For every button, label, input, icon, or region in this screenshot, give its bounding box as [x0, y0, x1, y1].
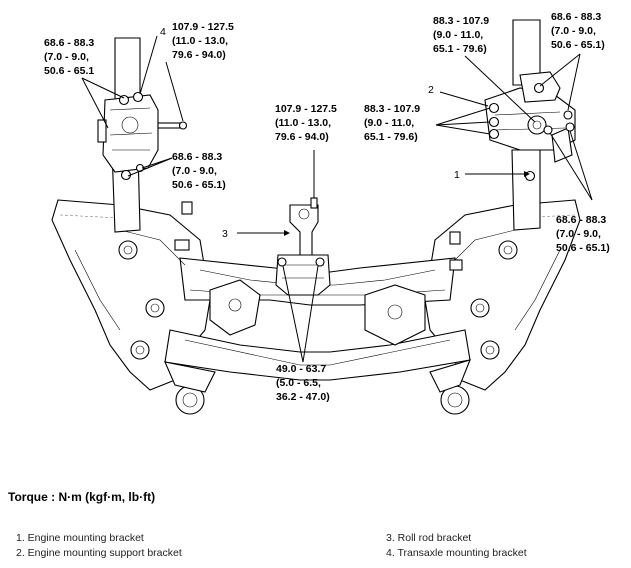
leader-lines	[81, 35, 593, 363]
callout-top-left: 68.6 - 88.3 (7.0 - 9.0, 50.6 - 65.1	[44, 37, 94, 77]
callout-line: 79.6 - 94.0)	[172, 49, 226, 61]
callout-line: 50.6 - 65.1)	[556, 242, 610, 254]
callout-line: (5.0 - 6.5,	[276, 377, 321, 389]
callout-line: 68.6 - 88.3	[556, 214, 606, 226]
subframe-drawing	[51, 199, 581, 415]
part-number-3: 3	[222, 228, 228, 240]
callout-line: (7.0 - 9.0,	[556, 228, 601, 240]
callout-line: 88.3 - 107.9	[433, 15, 489, 27]
callout-line: 49.0 - 63.7	[276, 363, 326, 375]
callout-transaxle-top: 107.9 - 127.5 (11.0 - 13.0, 79.6 - 94.0)	[172, 21, 234, 61]
callout-line: 50.6 - 65.1)	[551, 39, 605, 51]
callout-center-right: 88.3 - 107.9 (9.0 - 11.0, 65.1 - 79.6)	[364, 103, 420, 143]
callout-bottom-center: 49.0 - 63.7 (5.0 - 6.5, 36.2 - 47.0)	[276, 363, 330, 403]
transaxle-mounting-bracket-drawing	[97, 37, 188, 233]
callout-line: (11.0 - 13.0,	[275, 117, 331, 129]
callout-line: 50.6 - 65.1)	[172, 179, 226, 191]
part-number-1: 1	[454, 169, 460, 181]
callout-line: (11.0 - 13.0,	[172, 35, 228, 47]
callout-line: 79.6 - 94.0)	[275, 131, 329, 143]
callout-top-right: 68.6 - 88.3 (7.0 - 9.0, 50.6 - 65.1)	[551, 11, 605, 51]
part-number-4: 4	[160, 26, 166, 38]
torque-unit-label: Torque : N·m (kgf·m, lb·ft)	[8, 490, 156, 504]
callout-line: 50.6 - 65.1	[44, 65, 94, 77]
callout-line: 107.9 - 127.5	[172, 21, 234, 33]
callout-line: (7.0 - 9.0,	[172, 165, 217, 177]
callout-line: 107.9 - 127.5	[275, 103, 337, 115]
callout-line: 68.6 - 88.3	[172, 151, 222, 163]
callout-line: 88.3 - 107.9	[364, 103, 420, 115]
legend-item-4: 4. Transaxle mounting bracket	[386, 547, 527, 559]
callout-line: 36.2 - 47.0)	[276, 391, 330, 403]
callout-line: 68.6 - 88.3	[44, 37, 94, 49]
subframe-mount-diagram: 68.6 - 88.3 (7.0 - 9.0, 50.6 - 65.1 107.…	[44, 11, 610, 415]
legend-item-2: 2. Engine mounting support bracket	[16, 547, 182, 559]
part-number-2: 2	[428, 84, 434, 96]
callout-line: 65.1 - 79.6)	[433, 43, 487, 55]
callout-line: (7.0 - 9.0,	[551, 25, 596, 37]
roll-rod-bracket-drawing	[275, 197, 331, 296]
callout-left-lower: 68.6 - 88.3 (7.0 - 9.0, 50.6 - 65.1)	[172, 151, 226, 191]
callout-line: (9.0 - 11.0,	[433, 29, 483, 41]
engine-mounting-bracket-drawing	[484, 19, 576, 231]
legend-item-1: 1. Engine mounting bracket	[16, 532, 144, 544]
legend-item-3: 3. Roll rod bracket	[386, 532, 472, 544]
callout-line: 65.1 - 79.6)	[364, 131, 418, 143]
callout-top-right-mid: 88.3 - 107.9 (9.0 - 11.0, 65.1 - 79.6)	[433, 15, 489, 55]
callout-roll-rod-top: 107.9 - 127.5 (11.0 - 13.0, 79.6 - 94.0)	[275, 103, 337, 143]
callout-line: 68.6 - 88.3	[551, 11, 601, 23]
callout-line: (7.0 - 9.0,	[44, 51, 89, 63]
callout-right-lower: 68.6 - 88.3 (7.0 - 9.0, 50.6 - 65.1)	[556, 214, 610, 254]
callout-line: (9.0 - 11.0,	[364, 117, 414, 129]
